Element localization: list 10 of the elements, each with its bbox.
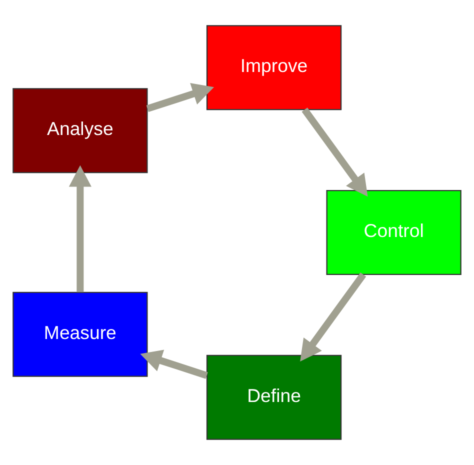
arrow [302, 108, 368, 197]
node-box: Analyse [12, 88, 148, 174]
arrow [68, 165, 92, 292]
node-box: Control [326, 190, 462, 276]
arrow [300, 272, 366, 362]
node-box: Measure [12, 292, 148, 377]
node-box: Improve [206, 25, 342, 110]
arrow [146, 83, 214, 112]
arrow [140, 350, 208, 379]
node-box: Define [206, 354, 342, 440]
